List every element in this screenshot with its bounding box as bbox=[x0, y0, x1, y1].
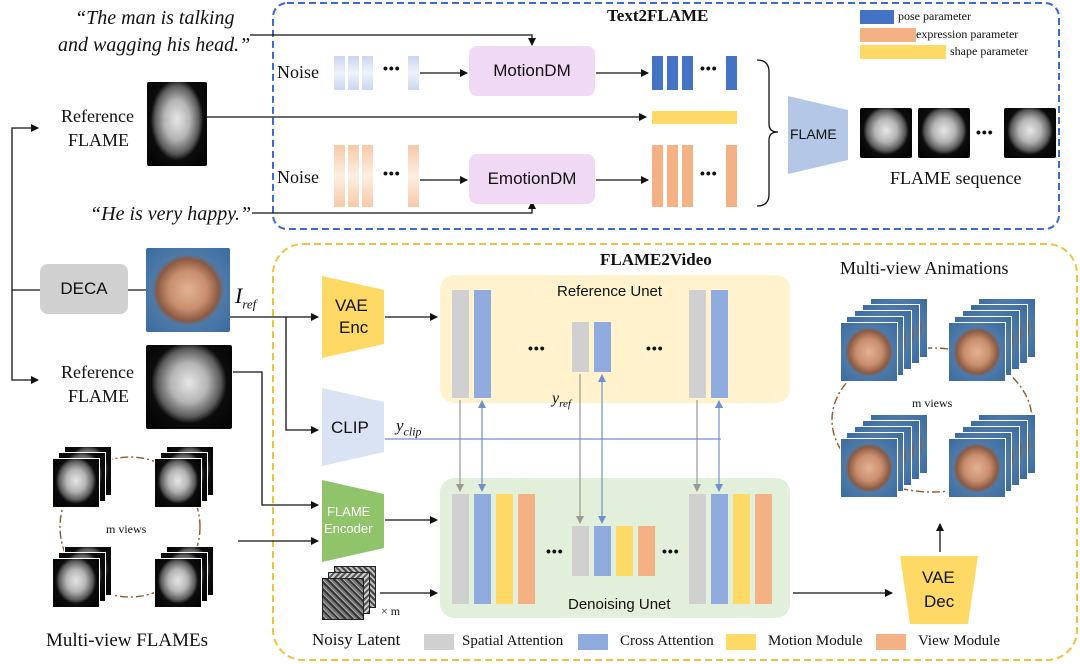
flame-encoder-line1: FLAME bbox=[327, 504, 371, 519]
noisy-latent-label: Noisy Latent bbox=[312, 630, 401, 649]
flame-seq-face-2 bbox=[918, 108, 970, 158]
reference-flame-top-line2: FLAME bbox=[68, 130, 130, 150]
ellipsis-pose: ••• bbox=[700, 60, 718, 76]
vae-enc-line1: VAE bbox=[335, 296, 368, 315]
legend-motion-label: Motion Module bbox=[768, 633, 863, 649]
legend-view-swatch bbox=[876, 634, 906, 650]
reference-unet-label: Reference Unet bbox=[557, 283, 663, 300]
prompt-motion-line2: and wagging his head.” bbox=[58, 34, 251, 56]
legend-view-label: View Module bbox=[918, 633, 1001, 649]
vae-enc-line2: Enc bbox=[339, 318, 369, 337]
flame2video-frame bbox=[272, 243, 1078, 661]
legend-pose-label: pose parameter bbox=[898, 9, 971, 23]
ellipsis-ref-unet-1: ••• bbox=[528, 340, 546, 356]
legend-shape-label: shape parameter bbox=[950, 44, 1029, 58]
reference-image bbox=[146, 248, 230, 332]
noise-top-label: Noise bbox=[277, 62, 319, 82]
legend-expression-swatch bbox=[860, 28, 916, 42]
ellipsis-noise-bottom: ••• bbox=[383, 165, 401, 181]
legend-spatial-swatch bbox=[424, 634, 454, 650]
text2flame-title: Text2FLAME bbox=[607, 6, 709, 25]
vae-enc-shape bbox=[322, 276, 384, 358]
ellipsis-den-unet-1: ••• bbox=[546, 543, 564, 559]
vae-dec-line2: Dec bbox=[924, 592, 955, 611]
ellipsis-sequence: ••• bbox=[976, 124, 994, 140]
m-views-right-label: m views bbox=[912, 396, 953, 410]
multiview-animations-label: Multi-view Animations bbox=[840, 258, 1009, 278]
reference-flame-top-image bbox=[147, 82, 207, 166]
ellipsis-ref-unet-2: ••• bbox=[646, 340, 664, 356]
flame-decoder-shape bbox=[788, 96, 848, 174]
text2flame-frame bbox=[272, 2, 1060, 230]
deca-block: DECA bbox=[40, 264, 128, 314]
clip-label: CLIP bbox=[331, 418, 369, 437]
denoising-unet-label: Denoising Unet bbox=[568, 596, 671, 613]
m-views-left-label: m views bbox=[106, 522, 147, 536]
prompt-emotion: “He is very happy.” bbox=[90, 203, 252, 225]
ellipsis-den-unet-2: ••• bbox=[662, 543, 680, 559]
flame-encoder-line2: Encoder bbox=[324, 521, 373, 536]
flame-block-label: FLAME bbox=[790, 126, 837, 142]
flame-seq-face-3 bbox=[1004, 108, 1056, 158]
vae-dec-shape bbox=[900, 556, 978, 624]
vae-dec-line1: VAE bbox=[922, 568, 955, 587]
reference-flame-top-line1: Reference bbox=[61, 106, 134, 126]
legend-expression-label: expression parameter bbox=[916, 27, 1019, 41]
flame-seq-face-1 bbox=[860, 108, 912, 158]
flame-encoder-shape bbox=[322, 480, 384, 562]
legend-pose-swatch bbox=[860, 10, 894, 24]
times-m-label: × m bbox=[381, 604, 401, 618]
prompt-motion-line1: “The man is talking bbox=[75, 7, 235, 29]
ellipsis-noise-top: ••• bbox=[383, 60, 401, 76]
motion-dm-block: MotionDM bbox=[469, 46, 595, 96]
reference-flame-bottom-line2: FLAME bbox=[68, 386, 130, 406]
legend-cross-label: Cross Attention bbox=[620, 633, 714, 649]
reference-flame-bottom-image bbox=[146, 345, 232, 429]
clip-shape bbox=[322, 388, 384, 466]
multiview-flames-label: Multi-view FLAMEs bbox=[46, 630, 209, 651]
noise-bottom-label: Noise bbox=[277, 167, 319, 187]
legend-spatial-label: Spatial Attention bbox=[462, 633, 564, 649]
y-ref-label: yref bbox=[552, 390, 571, 411]
legend-cross-swatch bbox=[578, 634, 608, 650]
flame2video-title: FLAME2Video bbox=[600, 250, 712, 269]
i-ref-label: Iref bbox=[235, 283, 257, 312]
emotion-dm-block: EmotionDM bbox=[469, 154, 595, 204]
ellipsis-expression: ••• bbox=[700, 165, 718, 181]
y-clip-label: yclip bbox=[396, 416, 422, 439]
reference-flame-bottom-line1: Reference bbox=[61, 362, 134, 382]
legend-shape-swatch bbox=[860, 45, 946, 59]
legend-motion-swatch bbox=[726, 634, 756, 650]
flame-sequence-label: FLAME sequence bbox=[890, 168, 1022, 188]
